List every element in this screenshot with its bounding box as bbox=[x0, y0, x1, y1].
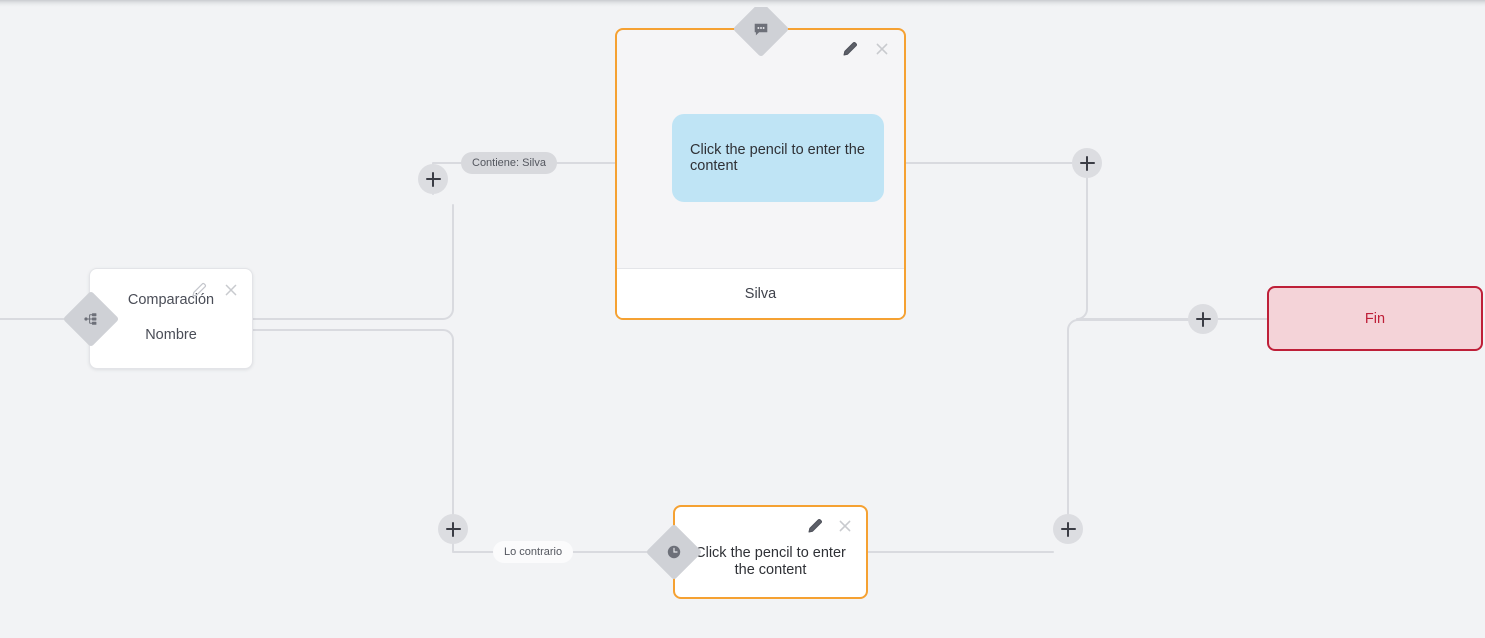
add-node-after-wait[interactable] bbox=[1053, 514, 1083, 544]
node-end[interactable]: Fin bbox=[1267, 286, 1483, 351]
hierarchy-icon bbox=[83, 311, 99, 327]
node-comparison-actions bbox=[191, 282, 239, 298]
edge-cmp-to-false bbox=[252, 329, 454, 515]
add-node-after-message[interactable] bbox=[1072, 148, 1102, 178]
node-wait-text: Click the pencil to enter the content bbox=[695, 545, 846, 578]
edge-false-to-wait bbox=[452, 543, 655, 553]
pencil-icon[interactable] bbox=[191, 282, 207, 298]
close-icon[interactable] bbox=[837, 518, 853, 534]
node-wait-card[interactable]: Click the pencil to enter the content bbox=[673, 505, 868, 599]
add-node-branch-false[interactable] bbox=[438, 514, 468, 544]
node-comparison-subtitle: Nombre bbox=[145, 326, 197, 343]
node-message-card[interactable]: Click the pencil to enter the content Si… bbox=[615, 28, 906, 320]
pencil-icon[interactable] bbox=[842, 41, 858, 57]
edge-plus-down-merge bbox=[1076, 177, 1189, 320]
edge-plus-up-merge bbox=[1067, 319, 1189, 515]
node-message-badge[interactable] bbox=[732, 0, 790, 58]
speech-bubble-icon bbox=[753, 21, 770, 38]
node-message-footer: Silva bbox=[617, 268, 904, 318]
close-icon[interactable] bbox=[223, 282, 239, 298]
add-node-branch-true[interactable] bbox=[418, 164, 448, 194]
clock-icon bbox=[666, 544, 682, 560]
node-message-body: Click the pencil to enter the content bbox=[617, 30, 904, 269]
edge-label-otherwise[interactable]: Lo contrario bbox=[493, 541, 574, 563]
add-node-before-end[interactable] bbox=[1188, 304, 1218, 334]
node-message-actions bbox=[842, 41, 890, 57]
edge-cmp-to-true bbox=[252, 204, 454, 320]
node-end-label: Fin bbox=[1364, 310, 1386, 327]
message-bubble: Click the pencil to enter the content bbox=[672, 114, 884, 203]
node-comparison-badge[interactable] bbox=[62, 290, 120, 348]
close-icon[interactable] bbox=[874, 41, 890, 57]
edge-label-contains[interactable]: Contiene: Silva bbox=[461, 152, 557, 174]
pencil-icon[interactable] bbox=[807, 518, 823, 534]
node-comparison-title: Comparación bbox=[127, 292, 215, 308]
node-wait-badge[interactable] bbox=[645, 523, 703, 581]
node-wait-actions bbox=[807, 518, 853, 534]
node-comparison[interactable]: Comparación Nombre bbox=[89, 268, 253, 369]
